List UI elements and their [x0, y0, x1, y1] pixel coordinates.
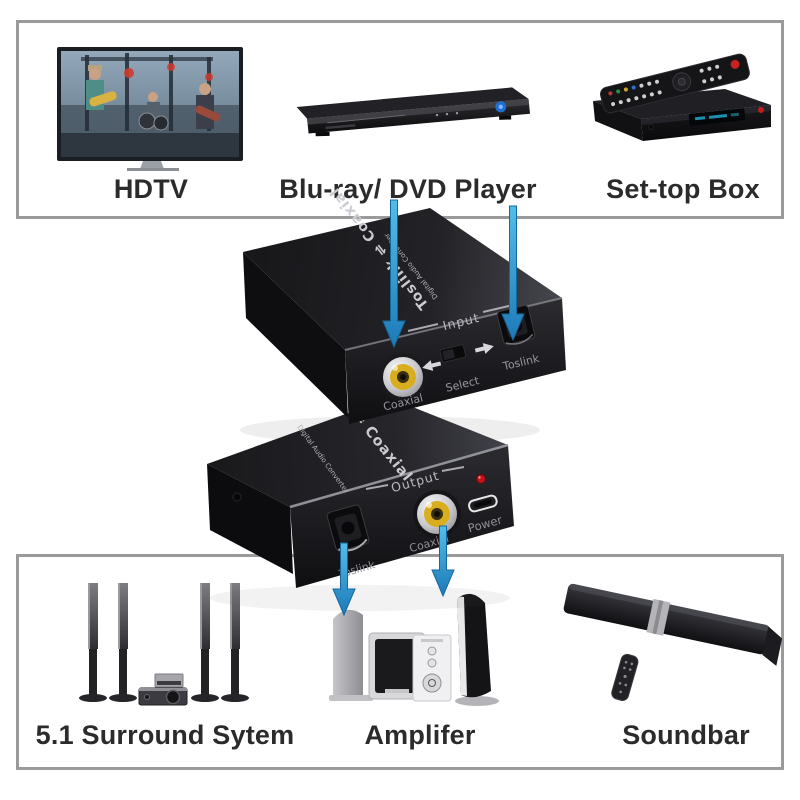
output-lid-title: ⇌ Coaxial — [349, 408, 415, 485]
amplifier-label: Amplifer — [364, 720, 476, 750]
select-right-arrow-icon — [474, 343, 494, 354]
coaxial-input-jack — [379, 353, 427, 401]
usb-power-port — [468, 494, 498, 513]
power-led — [476, 474, 486, 484]
arrow-settop-to-toslink-input — [501, 205, 525, 342]
input-panel-label: Input — [441, 310, 481, 333]
soundbar-image — [563, 583, 783, 701]
coaxial-output-jack — [413, 490, 461, 538]
surround-label: 5.1 Surround Sytem — [35, 720, 295, 750]
toslink-input-port — [496, 305, 536, 345]
soundbar-body — [563, 583, 783, 666]
toslink-input-label: Toslink — [501, 352, 541, 374]
settop-label: Set-top Box — [606, 174, 760, 204]
coaxial-input-label: Coaxial — [382, 391, 424, 413]
output-lid-subtitle: Digital Audio Converter — [295, 423, 350, 494]
tower-speakers — [79, 583, 249, 702]
settop-box-image — [593, 53, 771, 141]
av-receiver-unit — [138, 673, 188, 706]
bluray-label: Blu-ray/ DVD Player — [279, 174, 537, 204]
converter-input-unit: Toslink ⇌ Coaxial Digital Audio Converte… — [243, 184, 566, 424]
hdtv-label: HDTV — [113, 174, 189, 204]
bluray-player-image — [296, 87, 531, 137]
signal-flow-arrows — [332, 199, 525, 617]
output-panel-label: Output — [389, 468, 441, 496]
amp-unit — [412, 634, 452, 702]
remote-power-button — [730, 59, 740, 69]
input-lid-subtitle: Digital Audio Converter — [383, 231, 440, 301]
left-speaker — [333, 609, 363, 699]
amplifier-image — [329, 593, 499, 706]
select-label: Select — [444, 374, 481, 395]
tv-stand — [140, 161, 164, 169]
remote-control — [599, 53, 750, 114]
center-speaker — [368, 632, 426, 700]
hdtv-image — [57, 47, 243, 171]
arrow-bluray-to-coaxial-input — [382, 199, 406, 349]
output-devices-panel: 5.1 Surround Sytem Amplifer Soundbar — [16, 554, 784, 770]
select-switch — [439, 344, 467, 363]
soundbar-label: Soundbar — [622, 720, 750, 750]
power-label: Power — [466, 513, 504, 536]
soundbar-remote — [611, 653, 639, 701]
toslink-output-port — [326, 504, 370, 552]
tv-screen-concert-scene — [61, 51, 239, 157]
right-tower-speaker — [455, 593, 499, 706]
surround-system-image — [79, 583, 249, 706]
coaxial-output-label: Coaxial — [408, 532, 451, 555]
select-left-arrow-icon — [422, 360, 442, 371]
settop-display — [688, 108, 746, 126]
source-devices-panel: HDTV Blu-ray/ DVD Player Set-top Box — [16, 20, 784, 219]
